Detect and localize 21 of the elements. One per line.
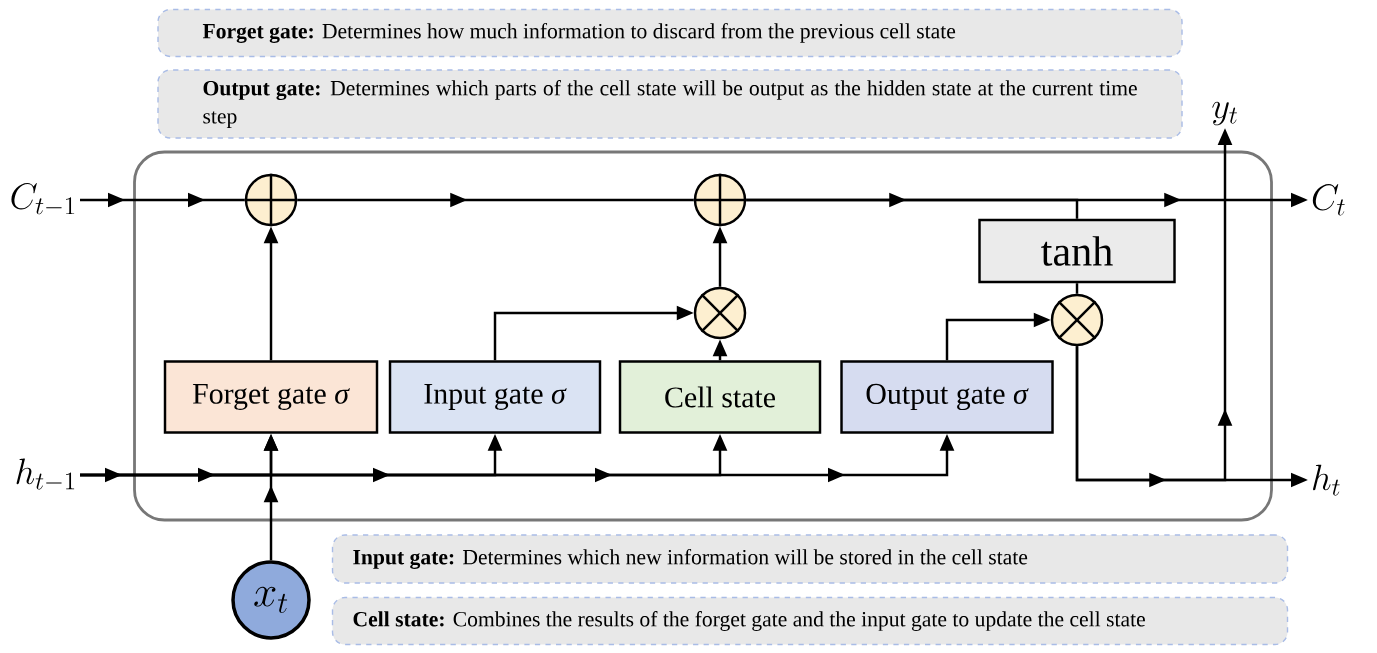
- variable-label: $h_{t}$: [1313, 464, 1340, 496]
- activation-box: tanh: [978, 218, 1176, 284]
- variable-label: $C_{t-1}$: [11, 183, 75, 215]
- variable-label: $h_{t-1}$: [16, 458, 75, 490]
- plus-operator: [244, 173, 298, 227]
- multiply-operator: [693, 286, 747, 340]
- cell-frame: [133, 150, 1273, 522]
- gate-box: Input gate σ: [388, 360, 602, 434]
- note-box: Forget gate: Determines how much information to discard from the previous cell state: [157, 8, 1183, 58]
- variable-label: $y_{t}$: [1212, 101, 1237, 126]
- note-box: Cell state: Combines the results of the forget gate and the input gate to update the cell state: [331, 596, 1289, 646]
- note-box: Output gate: Determines which parts of the cell state will be output as the hidden state at the current time step: [157, 69, 1183, 139]
- plus-operator: [693, 173, 747, 227]
- multiply-operator: [1050, 293, 1104, 347]
- state-box: Cell state: [618, 360, 822, 434]
- variable-label: $C_{t}$: [1312, 184, 1345, 216]
- gate-box: Forget gate σ: [163, 360, 379, 434]
- gate-box: Output gate σ: [840, 360, 1054, 434]
- connector-line: [1075, 283, 1079, 294]
- connector-line: [746, 198, 1079, 219]
- note-box: Input gate: Determines which new information will be stored in the cell state: [331, 534, 1289, 584]
